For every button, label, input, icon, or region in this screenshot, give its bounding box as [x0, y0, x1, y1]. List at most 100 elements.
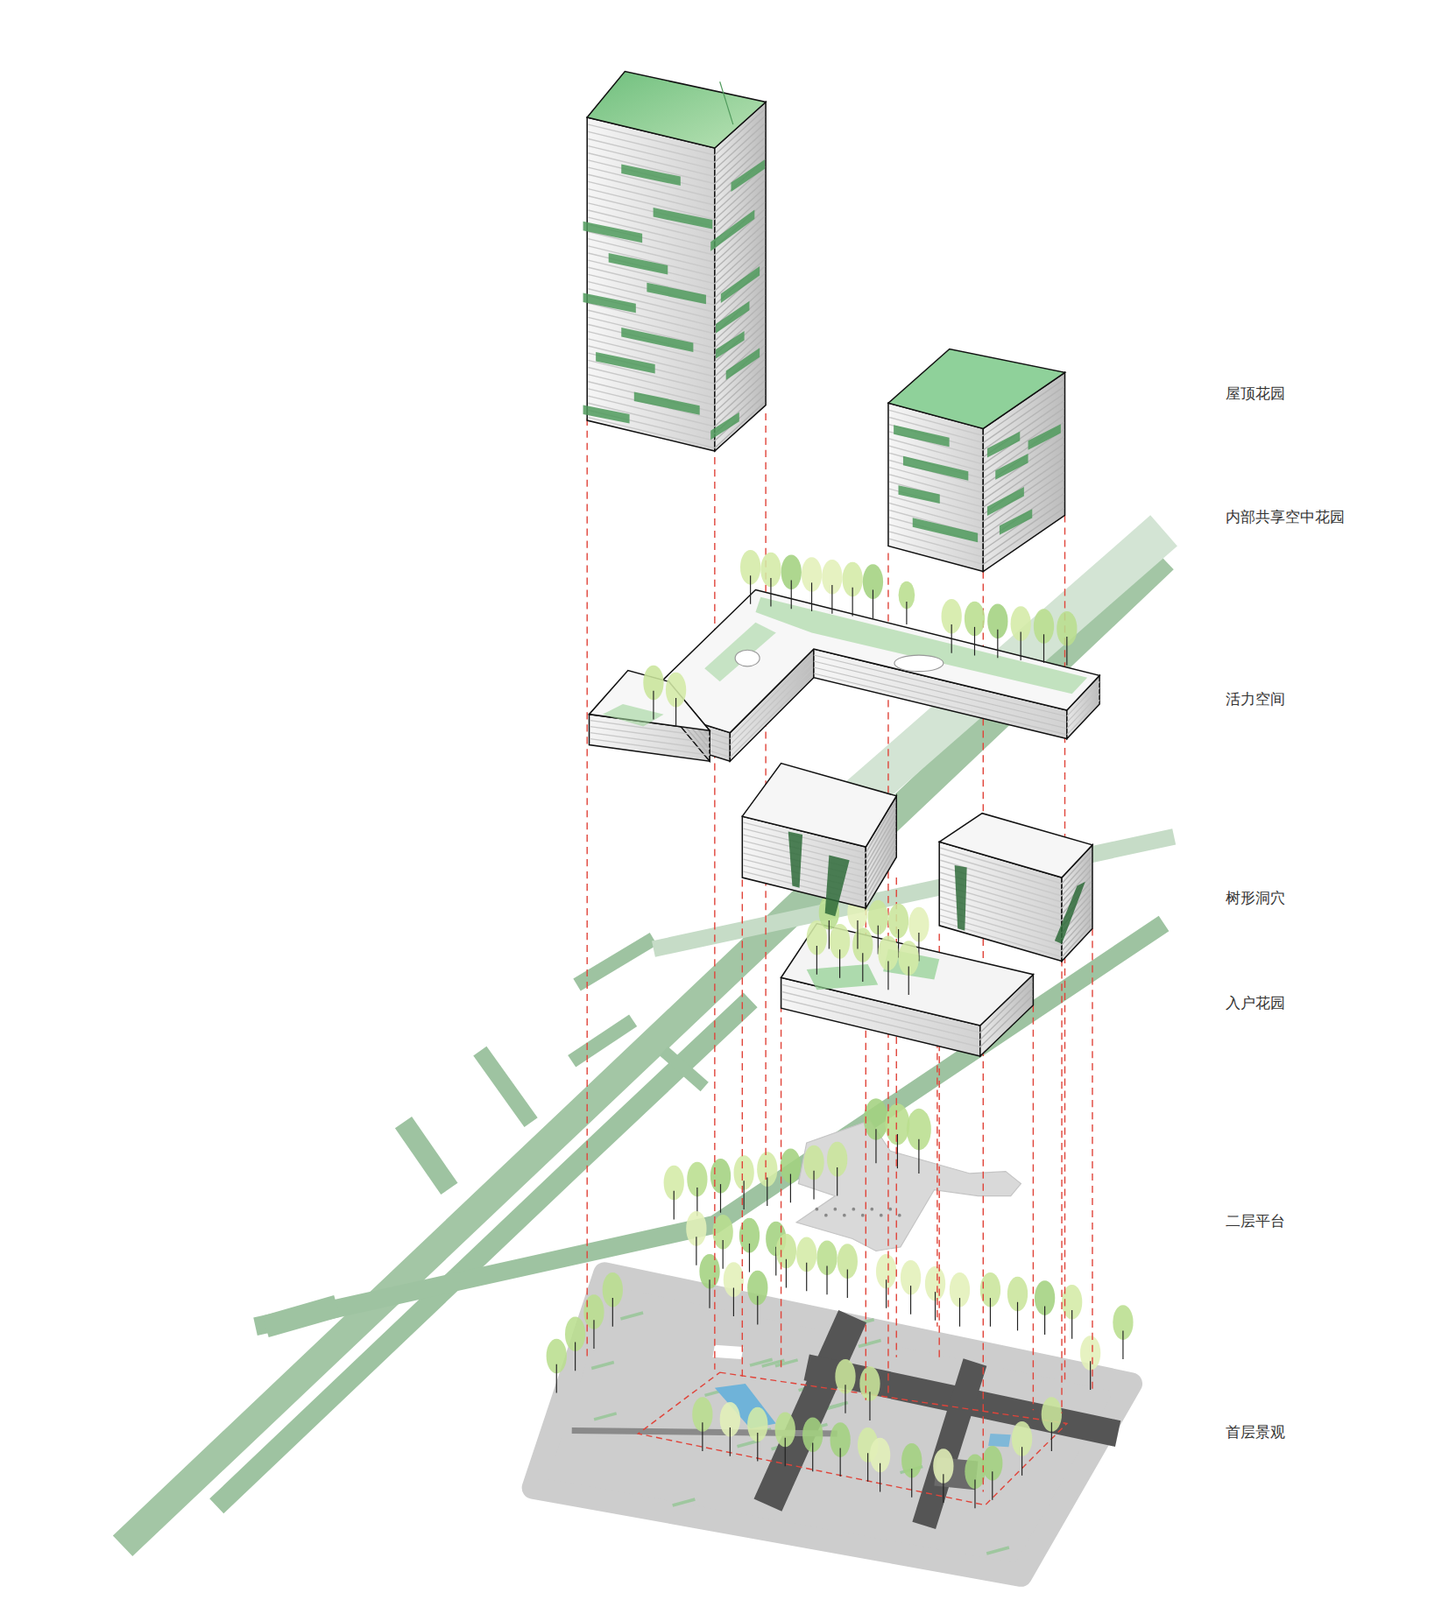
- floor-line: [714, 352, 765, 398]
- tree: [925, 1266, 946, 1322]
- roof-detail: [720, 81, 734, 125]
- projection-line: [1060, 959, 1062, 1414]
- floor-line: [982, 430, 1064, 487]
- sky-garden-slab: [583, 221, 644, 243]
- tree: [982, 1446, 1003, 1501]
- sky-garden-slab: [710, 209, 755, 251]
- layer-label: 屋顶花园: [1225, 383, 1286, 403]
- tree: [643, 665, 664, 721]
- tree-trunk: [905, 601, 907, 625]
- projection-line: [1032, 1005, 1034, 1412]
- tree: [830, 1422, 851, 1478]
- tree-trunk: [856, 920, 858, 950]
- floor-line: [982, 480, 1064, 537]
- floor-line: [742, 853, 866, 884]
- tree-trunk: [974, 627, 976, 657]
- tree: [685, 1211, 707, 1266]
- tree: [806, 920, 827, 976]
- tree: [852, 927, 873, 983]
- building-block: [742, 763, 897, 918]
- platform-dot: [869, 1208, 874, 1212]
- tree-trunk: [811, 582, 813, 612]
- floor-line: [889, 538, 983, 565]
- tree: [816, 1240, 837, 1295]
- floor-line: [889, 481, 983, 508]
- tree: [780, 1148, 801, 1203]
- floor-line: [714, 152, 765, 198]
- tree: [900, 1260, 921, 1315]
- projection-lines: [586, 413, 1093, 1493]
- projection-line: [936, 1040, 938, 1327]
- sky-garden-slab: [634, 391, 700, 415]
- tree-cave: [954, 865, 968, 932]
- tree: [664, 1166, 685, 1221]
- tree-trunk: [720, 1184, 721, 1214]
- sky-garden-slab: [653, 207, 714, 229]
- road-band: [255, 923, 1165, 1327]
- floor-line: [590, 739, 710, 757]
- layer-label: 内部共享空中花园: [1225, 507, 1345, 527]
- tree: [1041, 1397, 1062, 1452]
- tree: [760, 552, 781, 608]
- layer-label: 首层景观: [1225, 1422, 1286, 1442]
- building-face: [586, 117, 715, 452]
- tree: [834, 1359, 856, 1414]
- floor-line: [714, 366, 765, 412]
- tree-trunk: [839, 949, 841, 979]
- tree: [1112, 1305, 1133, 1360]
- floor-line: [865, 851, 896, 903]
- ground-hatch: [593, 1413, 617, 1421]
- tree-trunk: [1043, 634, 1045, 664]
- platform-dot: [879, 1214, 884, 1218]
- tree-trunk: [897, 1134, 898, 1169]
- ground-hatch: [591, 1363, 615, 1370]
- tree-trunk: [593, 1320, 594, 1350]
- roof-surface: [637, 589, 1100, 733]
- sky-garden-slab: [715, 301, 750, 334]
- roof-opening: [894, 655, 944, 672]
- layer-label: 活力空间: [1225, 689, 1286, 709]
- tree-trunk: [812, 1171, 814, 1201]
- platform-dot: [815, 1208, 820, 1212]
- sky-garden-slab: [646, 282, 707, 304]
- tree-trunk: [844, 1385, 846, 1414]
- tree-trunk: [805, 1263, 807, 1293]
- tree-trunk: [1044, 1306, 1046, 1336]
- roof-surface: [586, 71, 766, 149]
- platform-dot: [861, 1214, 865, 1218]
- tree: [1010, 606, 1032, 661]
- road-band: [664, 1051, 706, 1088]
- tree: [802, 1417, 823, 1472]
- ground-outline: [637, 1372, 1067, 1506]
- tree-trunk: [652, 691, 654, 721]
- tree-trunk: [1066, 636, 1068, 666]
- sky-garden-slab: [995, 453, 1028, 481]
- floor-line: [742, 871, 866, 903]
- tree: [733, 1155, 754, 1210]
- floor-line: [714, 381, 765, 427]
- tree: [1011, 1421, 1032, 1477]
- floor-line: [587, 417, 714, 449]
- road-band: [572, 1020, 634, 1062]
- tree-trunk: [733, 1287, 735, 1317]
- tree: [776, 1234, 797, 1289]
- floor-line: [714, 209, 765, 255]
- garden-patch: [755, 597, 1088, 695]
- tree: [723, 1262, 744, 1317]
- floor-line: [714, 159, 765, 205]
- layer-label: 二层平台: [1225, 1211, 1286, 1231]
- tree: [949, 1272, 970, 1328]
- sky-garden-slab: [893, 424, 950, 447]
- sky-garden-slab: [621, 164, 681, 186]
- tree-trunk: [910, 1286, 912, 1315]
- roof-trees: [643, 550, 1077, 728]
- tree-trunk: [756, 1433, 758, 1463]
- tree-trunk: [996, 629, 998, 659]
- tree-trunk: [879, 1463, 881, 1493]
- tree-trunk: [959, 1298, 961, 1328]
- layer-label: 入户花园: [1225, 993, 1286, 1013]
- projection-line: [713, 457, 715, 1371]
- floor-line: [982, 422, 1064, 479]
- tree-trunk: [831, 585, 833, 615]
